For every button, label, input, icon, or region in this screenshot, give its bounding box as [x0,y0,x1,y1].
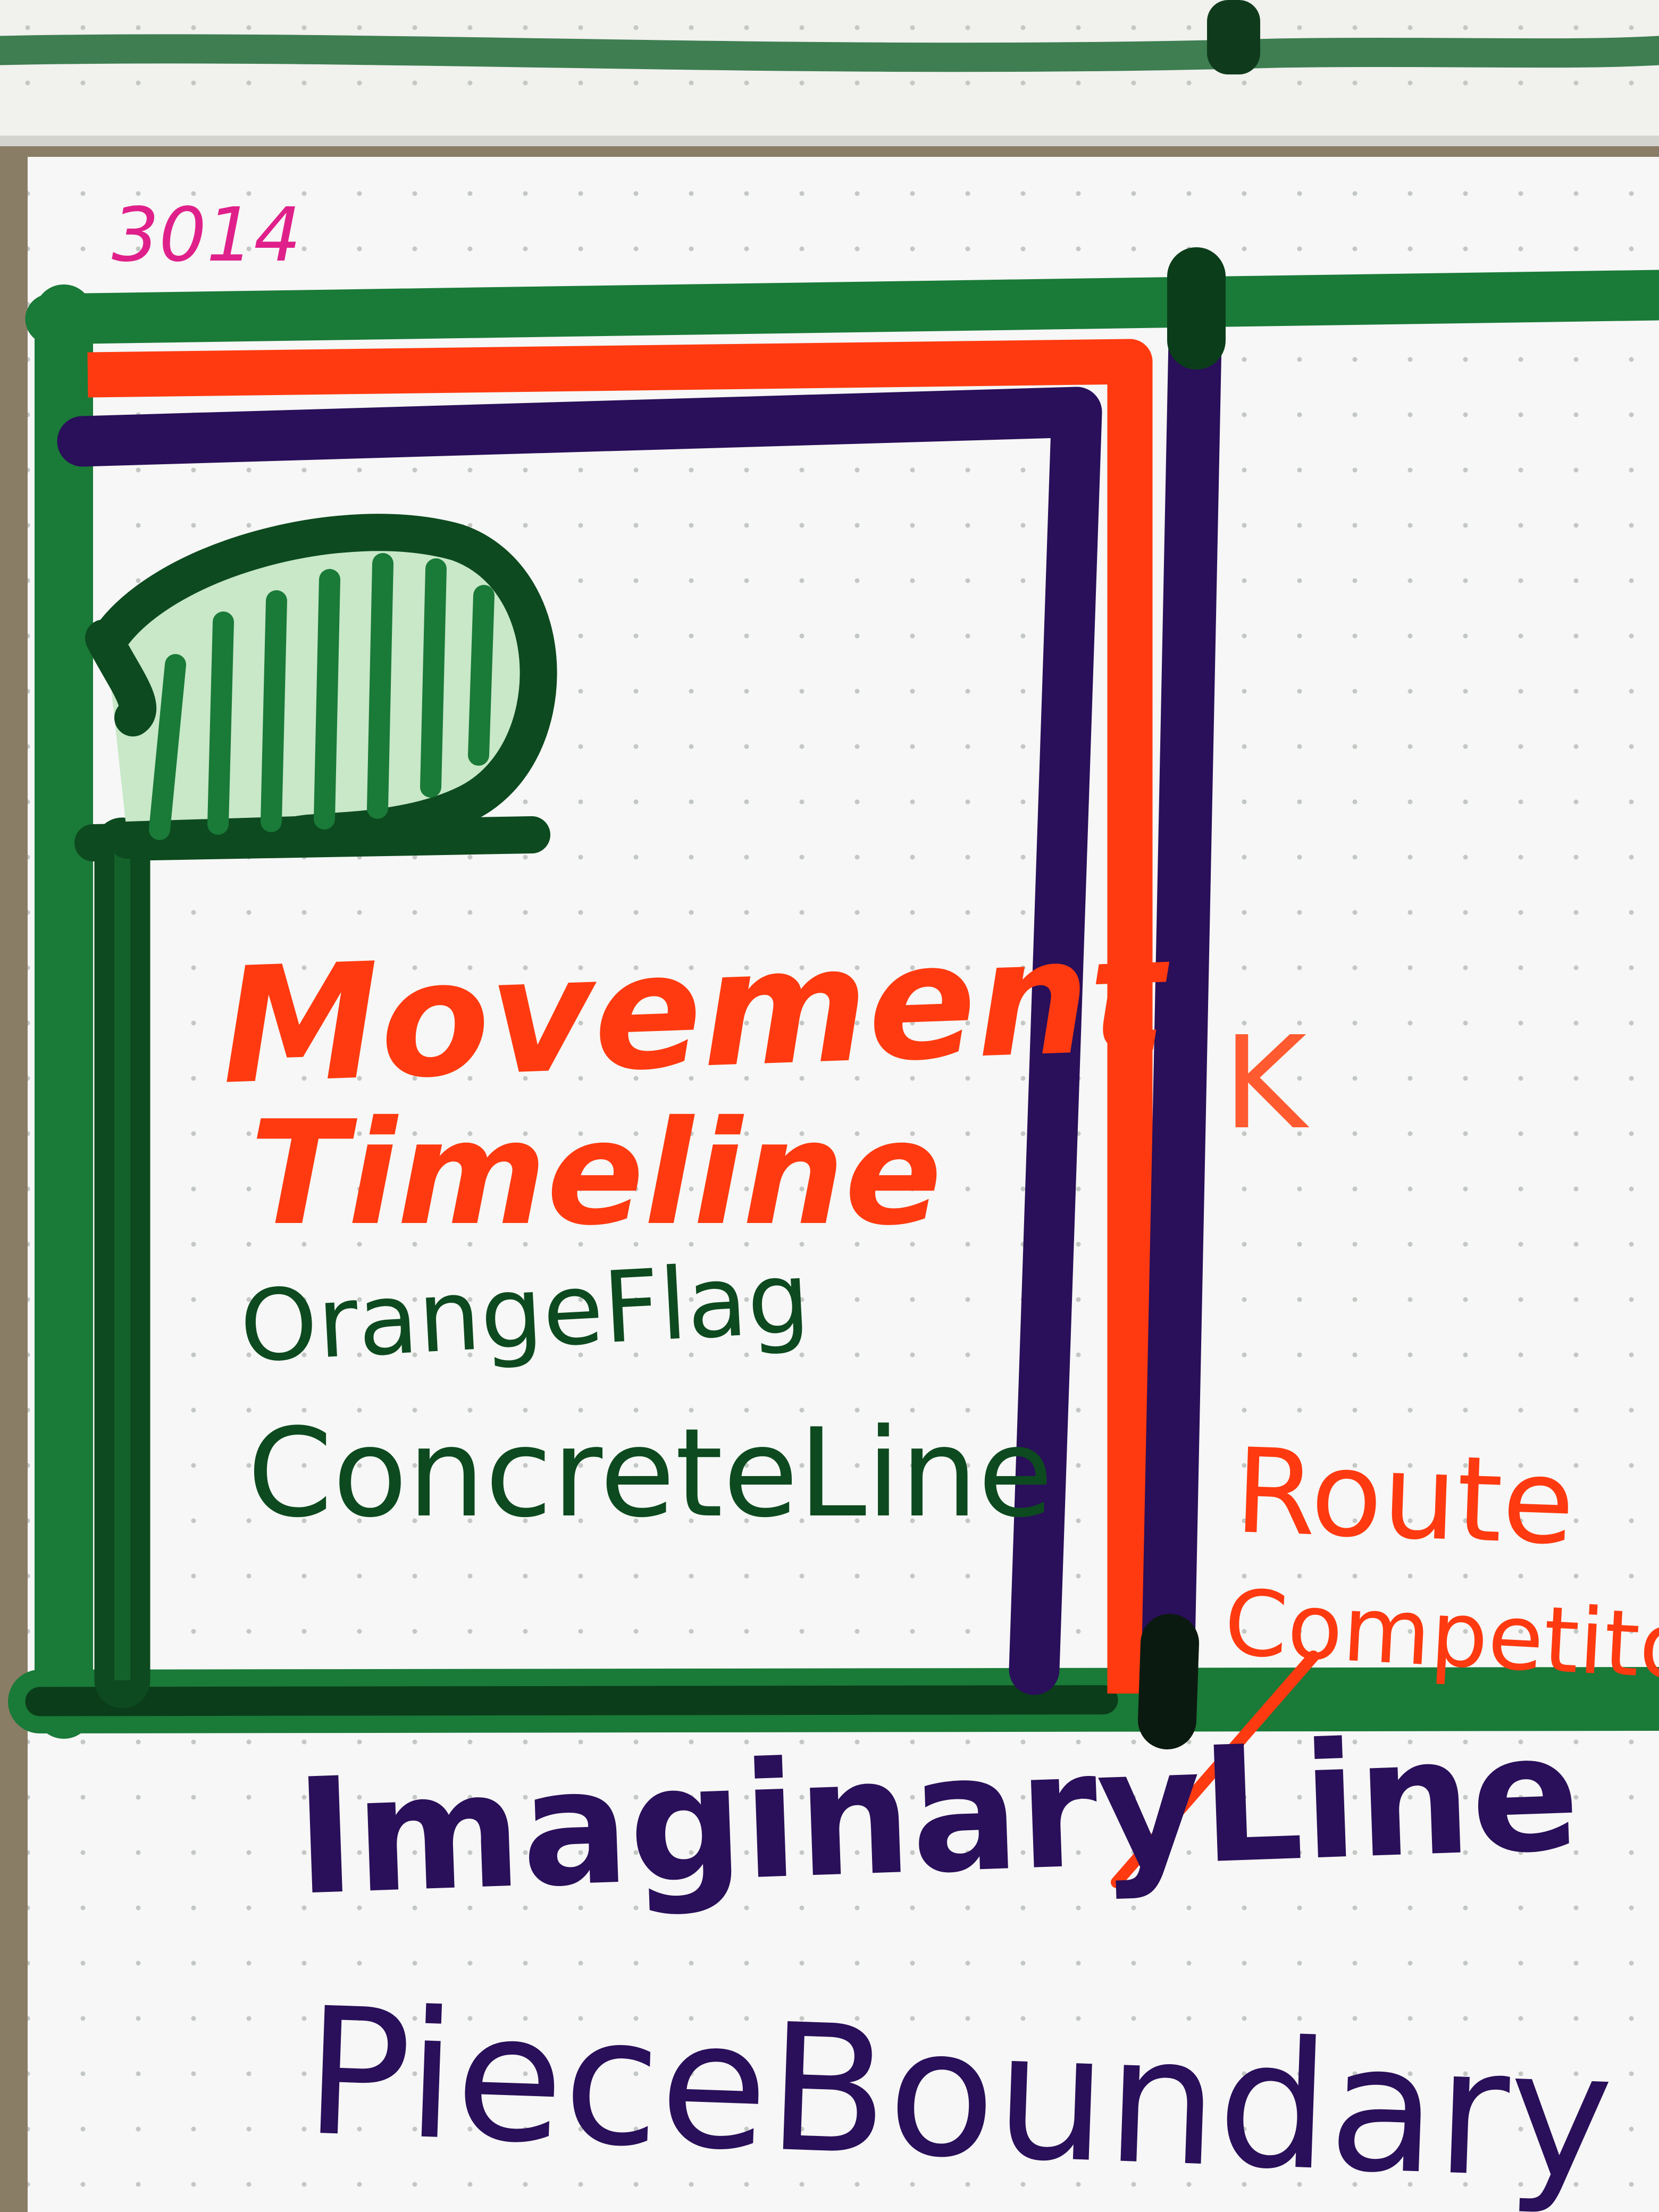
competitor-pointer-line [1111,1650,1319,1888]
orange-flag-icon [74,514,557,1708]
route-label: Route [1233,1423,1577,1571]
movement-label: Movement [218,901,1175,1120]
page-number: 3014 [112,192,301,279]
concrete-line-label: ConcreteLine [247,1403,1053,1545]
main-page [28,157,1659,2212]
imaginary-line-frame [57,387,1102,1695]
concrete-line-frame [8,270,1659,1739]
k-label: K [1223,1009,1310,1158]
timeline-label: Timeline [250,1090,942,1257]
piece-boundary-line [1138,247,1226,1749]
imaginary-line-label: ImaginaryLine [292,1700,1582,1931]
piece-boundary-label: PieceBoundary [301,1970,1616,2212]
movement-timeline-frame [87,339,1153,1694]
previous-page-strip [0,0,1659,146]
